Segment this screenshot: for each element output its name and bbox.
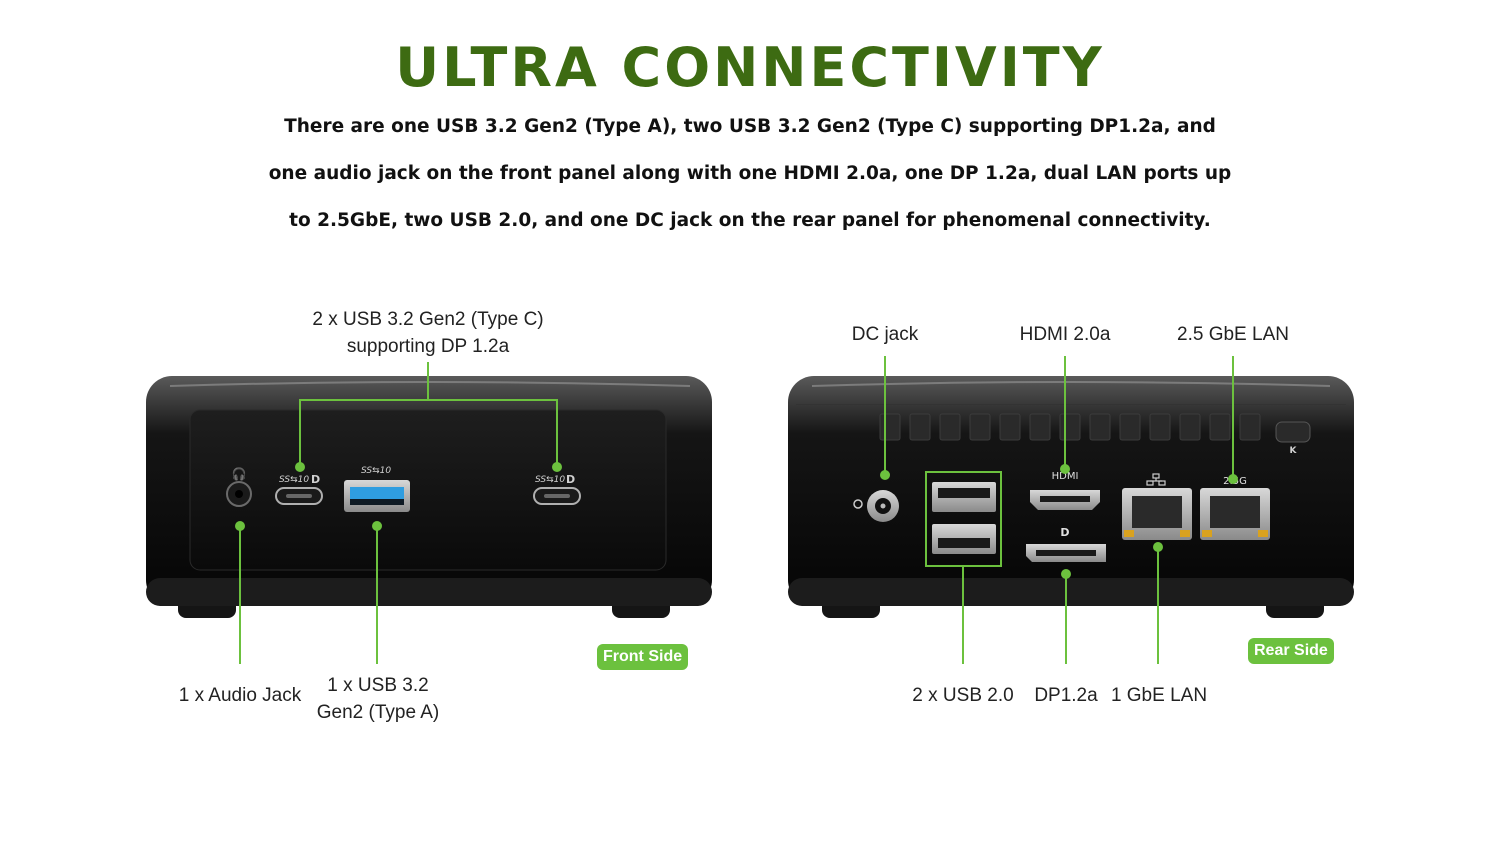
headphone-icon: 🎧 — [232, 467, 247, 481]
front-device: 🎧 SS⇆10 D SS⇆10 SS⇆10 D — [146, 376, 712, 618]
vent — [1059, 413, 1081, 441]
description-line-1: There are one USB 3.2 Gen2 (Type A), two… — [284, 116, 1216, 137]
lan-25gbe-led-right — [1258, 530, 1268, 537]
front-side-badge: Front Side — [597, 644, 689, 670]
rear-side-badge: Rear Side — [1248, 638, 1334, 664]
description-line-3: to 2.5GbE, two USB 2.0, and one DC jack … — [289, 210, 1211, 231]
lock-icon: K — [1290, 446, 1298, 456]
rear-base — [788, 578, 1354, 606]
superspeed-10-icon-center: SS⇆10 — [361, 466, 391, 476]
front-callout-dots — [235, 462, 562, 531]
rear-callout-dots — [880, 464, 1238, 579]
lan-1gbe-socket — [1132, 496, 1182, 528]
vent — [1029, 413, 1051, 441]
usb-c-left-dot — [295, 462, 305, 472]
usb-a-dot — [372, 521, 382, 531]
dp-label: DP1.2a — [1034, 685, 1098, 706]
audio-jack-hole — [235, 490, 243, 498]
displayport-icon: D — [1060, 526, 1069, 539]
front-panel — [189, 409, 667, 571]
description-line-2: one audio jack on the front panel along … — [268, 163, 1232, 184]
lan-25gbe-socket — [1210, 496, 1260, 528]
vent — [1119, 413, 1141, 441]
vent — [969, 413, 991, 441]
vent — [1089, 413, 1111, 441]
usb-c-label-line-2: supporting DP 1.2a — [346, 336, 510, 357]
rear-highlight — [811, 381, 1331, 387]
displayport-port-tongue — [1036, 550, 1096, 556]
dc-jack-pin — [880, 503, 886, 509]
usb-c-tongue-left — [286, 494, 312, 498]
front-base — [146, 578, 712, 606]
front-callouts — [239, 362, 558, 664]
front-highlight — [169, 381, 691, 387]
vent — [1149, 413, 1171, 441]
hdmi-icon: HDMI — [1052, 471, 1079, 482]
usb-c-label-line-1: 2 x USB 3.2 Gen2 (Type C) — [312, 309, 544, 330]
lan1-label: 1 GbE LAN — [1110, 685, 1208, 706]
lan-1gbe-led-left — [1124, 530, 1134, 537]
usb-a-label-line-1: 1 x USB 3.2 — [327, 675, 429, 696]
audio-jack-label: 1 x Audio Jack — [178, 685, 302, 706]
vent — [999, 413, 1021, 441]
rear-device: K HDMI D — [788, 376, 1354, 618]
usb-c-callout-bracket — [299, 399, 558, 466]
superspeed-10-icon-right: SS⇆10 — [535, 475, 565, 485]
vent — [1239, 413, 1261, 441]
lan25-dot — [1228, 474, 1238, 484]
usb2-label: 2 x USB 2.0 — [912, 685, 1014, 706]
hdmi-dot — [1060, 464, 1070, 474]
usb-a-cavity — [350, 499, 404, 505]
page-title: ULTRA CONNECTIVITY — [395, 36, 1105, 99]
displayport-icon-left: D — [311, 473, 320, 486]
lan25-label: 2.5 GbE LAN — [1177, 324, 1289, 345]
network-icon — [1146, 473, 1166, 486]
vent — [939, 413, 961, 441]
rear-callouts — [884, 356, 1234, 664]
kensington-lock-slot — [1275, 421, 1311, 443]
usb-a-label-line-2: Gen2 (Type A) — [316, 702, 440, 723]
usb2-port-bottom-tongue — [938, 538, 990, 548]
hdmi-label: HDMI 2.0a — [1019, 324, 1111, 345]
lan1-dot — [1153, 542, 1163, 552]
displayport-icon-right: D — [566, 473, 575, 486]
lan-1gbe-led-right — [1180, 530, 1190, 537]
vent — [879, 413, 901, 441]
hdmi-port-tongue — [1040, 496, 1090, 502]
dc-polarity-icon — [853, 499, 863, 509]
vent — [1209, 413, 1231, 441]
superspeed-10-icon-left: SS⇆10 — [279, 475, 309, 485]
vent — [1179, 413, 1201, 441]
usb2-port-top-tongue — [938, 488, 990, 498]
dp-dot — [1061, 569, 1071, 579]
vent — [909, 413, 931, 441]
dc-jack-label: DC jack — [851, 324, 919, 345]
rear-seam — [796, 404, 1346, 405]
rear-vents — [879, 413, 1261, 441]
lan-25gbe-led-left — [1202, 530, 1212, 537]
usb-c-right-dot — [552, 462, 562, 472]
dc-dot — [880, 470, 890, 480]
audio-dot — [235, 521, 245, 531]
usb-c-tongue-right — [544, 494, 570, 498]
